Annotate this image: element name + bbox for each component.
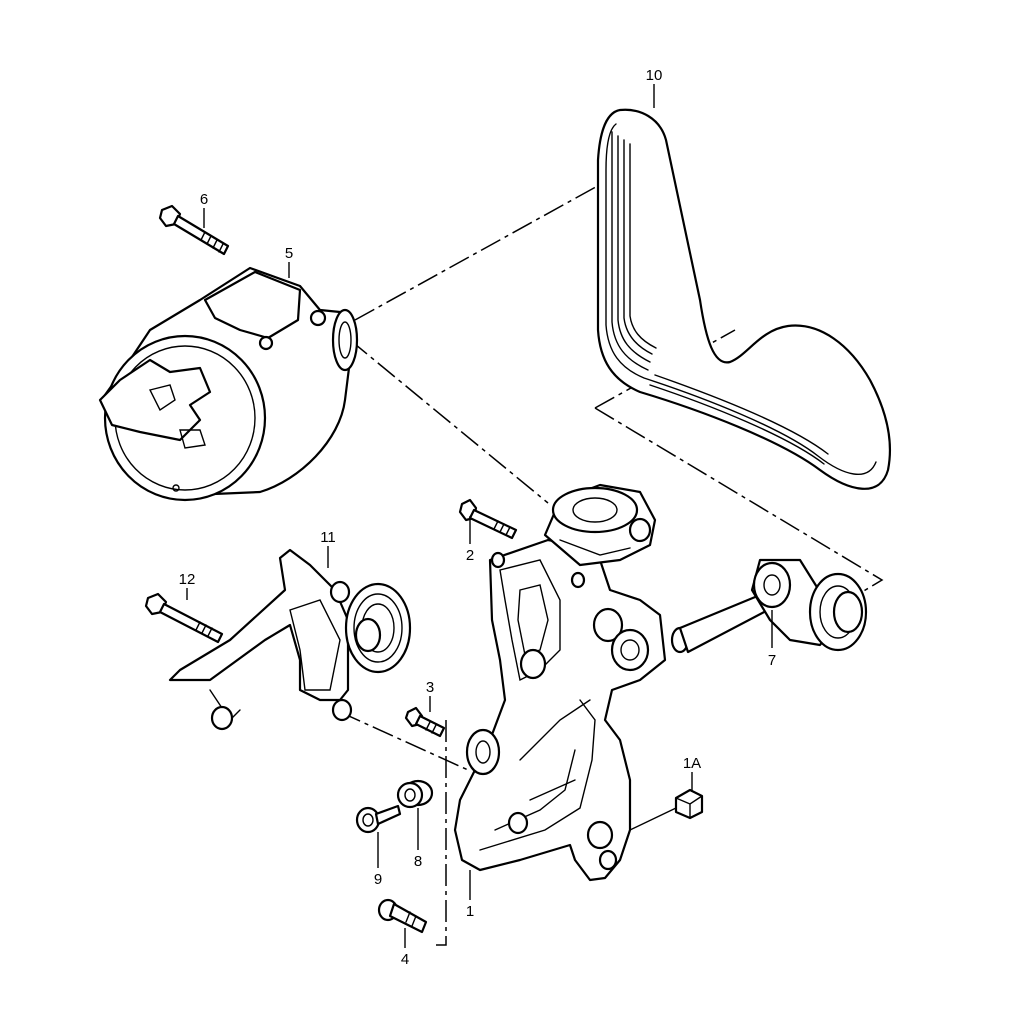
callouts: 10 6 5 11 12 2 3 7 1A 8 9 1 4 xyxy=(179,67,777,968)
callout-9: 9 xyxy=(374,871,382,888)
callout-12: 12 xyxy=(179,571,196,588)
callout-7: 7 xyxy=(768,652,776,669)
clip-1a xyxy=(629,788,704,831)
callout-leaders xyxy=(186,84,773,948)
bracket-bolt-2 xyxy=(458,498,518,540)
callout-8: 8 xyxy=(414,853,422,870)
callout-5: 5 xyxy=(285,245,293,262)
callout-1a: 1A xyxy=(683,755,701,772)
callout-6: 6 xyxy=(200,191,208,208)
tensioner-roller xyxy=(670,558,868,654)
main-bracket xyxy=(453,483,667,882)
alternator-bolt xyxy=(158,204,230,256)
bolt-3 xyxy=(404,706,446,738)
callout-2: 2 xyxy=(466,547,474,564)
bolt-4 xyxy=(377,898,428,934)
callout-10: 10 xyxy=(646,67,663,84)
ribbed-belt xyxy=(596,108,892,490)
callout-4: 4 xyxy=(401,951,409,968)
callout-1: 1 xyxy=(466,903,474,920)
tensioner-arm xyxy=(168,548,412,731)
alternator xyxy=(98,266,359,502)
callout-3: 3 xyxy=(426,679,434,696)
callout-11: 11 xyxy=(320,529,336,546)
arm-bolt xyxy=(144,592,224,644)
flange-bolt xyxy=(355,804,402,834)
spacer-sleeve xyxy=(396,779,434,809)
